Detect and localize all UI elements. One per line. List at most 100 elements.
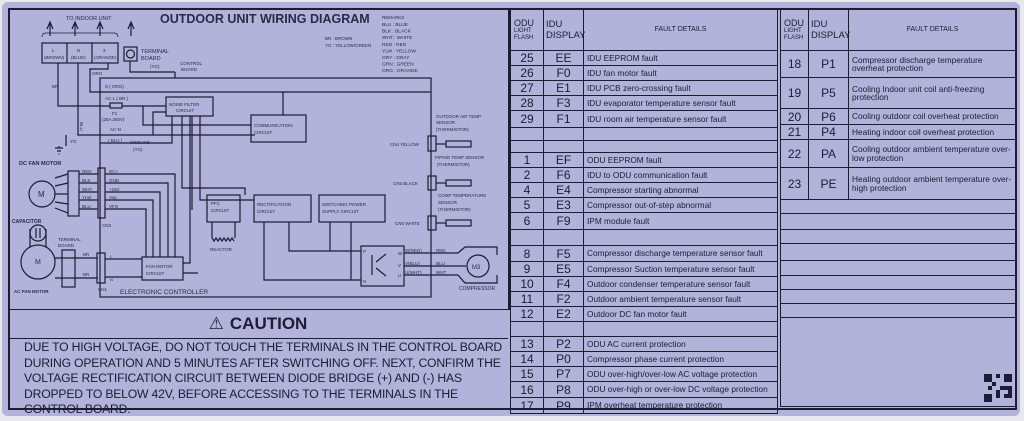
odu-code: 14 — [510, 351, 544, 367]
idu-code: F3 — [543, 95, 584, 111]
odu-code: 16 — [510, 381, 544, 398]
rectification-box — [253, 194, 312, 223]
remarks-title: REMARKS — [382, 15, 404, 20]
odu-code — [510, 127, 544, 141]
caution-text: DUE TO HIGH VOLTAGE, DO NOT TOUCH THE TE… — [24, 340, 503, 416]
fault-row — [510, 321, 778, 337]
odu-code — [510, 229, 544, 246]
remark-entry: GRY : GRAY — [382, 55, 410, 61]
cn3-pin-label: Vsp — [109, 195, 117, 200]
odu-code: 18 — [780, 50, 809, 78]
comp-wire-label: W(RED) — [405, 248, 422, 253]
empty-row — [780, 275, 1017, 290]
odu-code: 20 — [780, 108, 809, 125]
fault-detail: IDU evaporator temperature sensor fault — [583, 95, 778, 111]
fan-motor-circuit-box — [141, 256, 184, 281]
ipm-terminal: U — [398, 273, 401, 278]
fault-detail: ODU over-high/over-low AC voltage protec… — [583, 366, 778, 382]
odu-code — [510, 140, 544, 153]
odu-code: 6 — [510, 212, 544, 230]
fault-detail: Compressor discharge temperature sensor … — [583, 245, 778, 262]
idu-code: E1 — [543, 80, 584, 96]
remark-entry: YLW : YELLOW — [382, 48, 416, 54]
fault-detail: Compressor out-of-step abnormal — [583, 197, 778, 213]
empty-cell — [780, 260, 1017, 276]
idu-code: E2 — [543, 306, 584, 322]
dc-wire-label: WHT — [82, 187, 92, 192]
dc-wire-label: YLW — [82, 195, 92, 200]
comp-wire-label: U(WHT) — [405, 270, 422, 275]
control-board-label: BOARD — [181, 67, 198, 72]
empty-row — [780, 289, 1017, 304]
communication-box — [250, 114, 307, 143]
pipe-sensor-label: PIPING TEMP SENSOR — [435, 155, 485, 160]
odu-code: 13 — [510, 336, 544, 352]
odu-code: 10 — [510, 276, 544, 292]
odu-code — [510, 321, 544, 337]
outdoor-sensor-label: SENSOR — [436, 120, 456, 125]
cn3-pin-label: +15V — [109, 187, 120, 192]
switching-power-box — [318, 194, 386, 223]
terminal-3: 3 — [103, 48, 106, 53]
idu-code: PA — [808, 139, 849, 168]
fault-detail: Outdoor ambient temperature sensor fault — [583, 291, 778, 307]
odu-code: 4 — [510, 182, 544, 198]
wire-label: BLU — [79, 122, 84, 131]
fan-terminal-board-label: TERMINAL — [58, 237, 81, 242]
comp-sensor-label: SENSOR — [438, 200, 458, 205]
control-board-label: CONTROL — [180, 61, 202, 66]
empty-row — [780, 213, 1017, 230]
idu-code — [543, 321, 584, 337]
terminal-board-label: TERMINAL — [141, 49, 169, 55]
idu-code: F9 — [543, 212, 584, 230]
dc-wire-label: RED — [82, 169, 92, 174]
idu-code: P4 — [808, 124, 849, 140]
compressor-motor-label: M3 — [472, 265, 481, 271]
ipm-terminal: W — [398, 251, 403, 256]
fan-wire-label: BR — [83, 272, 90, 277]
fault-detail — [583, 140, 778, 153]
electronic-controller-frame — [99, 77, 432, 298]
fault-detail: IPM module fault — [583, 212, 778, 230]
cn3-pin-label: VFG — [109, 204, 119, 209]
remark-entry: GRN : GREEN — [382, 62, 414, 68]
empty-cell — [780, 243, 1017, 261]
empty-cell — [780, 199, 1017, 214]
remark-entry: BLK : BLACK — [382, 29, 412, 35]
fault-detail: Compressor discharge temperature overhea… — [848, 50, 1017, 78]
fault-row — [510, 229, 778, 246]
odu-code: 27 — [510, 80, 544, 96]
cn3-pin-label: DC+ — [109, 169, 118, 174]
compressor-label: COMPRESSOR — [459, 286, 496, 292]
odu-code: 19 — [780, 77, 809, 109]
odu-code: 29 — [510, 110, 544, 128]
empty-row — [780, 260, 1017, 276]
idu-code: F6 — [543, 167, 584, 183]
odu-code: 22 — [780, 139, 809, 168]
odu-code: 17 — [510, 397, 544, 414]
compressor-motor — [466, 254, 490, 278]
odu-code: 8 — [510, 245, 544, 262]
terminal-n-color: (BLUE) — [71, 55, 86, 60]
dc-fan-motor-label: DC FAN MOTOR — [19, 161, 61, 167]
fuse-rating: (25A 250V) — [102, 117, 125, 122]
fault-detail: Cooling Indoor unit coil anti-freezing p… — [848, 77, 1017, 109]
fault-detail: Compressor starting abnormal — [583, 182, 778, 198]
caution-title: CAUTION — [229, 314, 308, 333]
idu-code: P1 — [808, 50, 849, 78]
cn5-label: CN5 BLACK — [393, 181, 418, 186]
fault-detail: Cooling outdoor coil overheat protection — [848, 108, 1017, 125]
fault-header: FAULT DETAILS — [848, 8, 1017, 51]
idu-code — [543, 127, 584, 141]
fan-terminal-board-label: BOARD — [58, 243, 75, 248]
